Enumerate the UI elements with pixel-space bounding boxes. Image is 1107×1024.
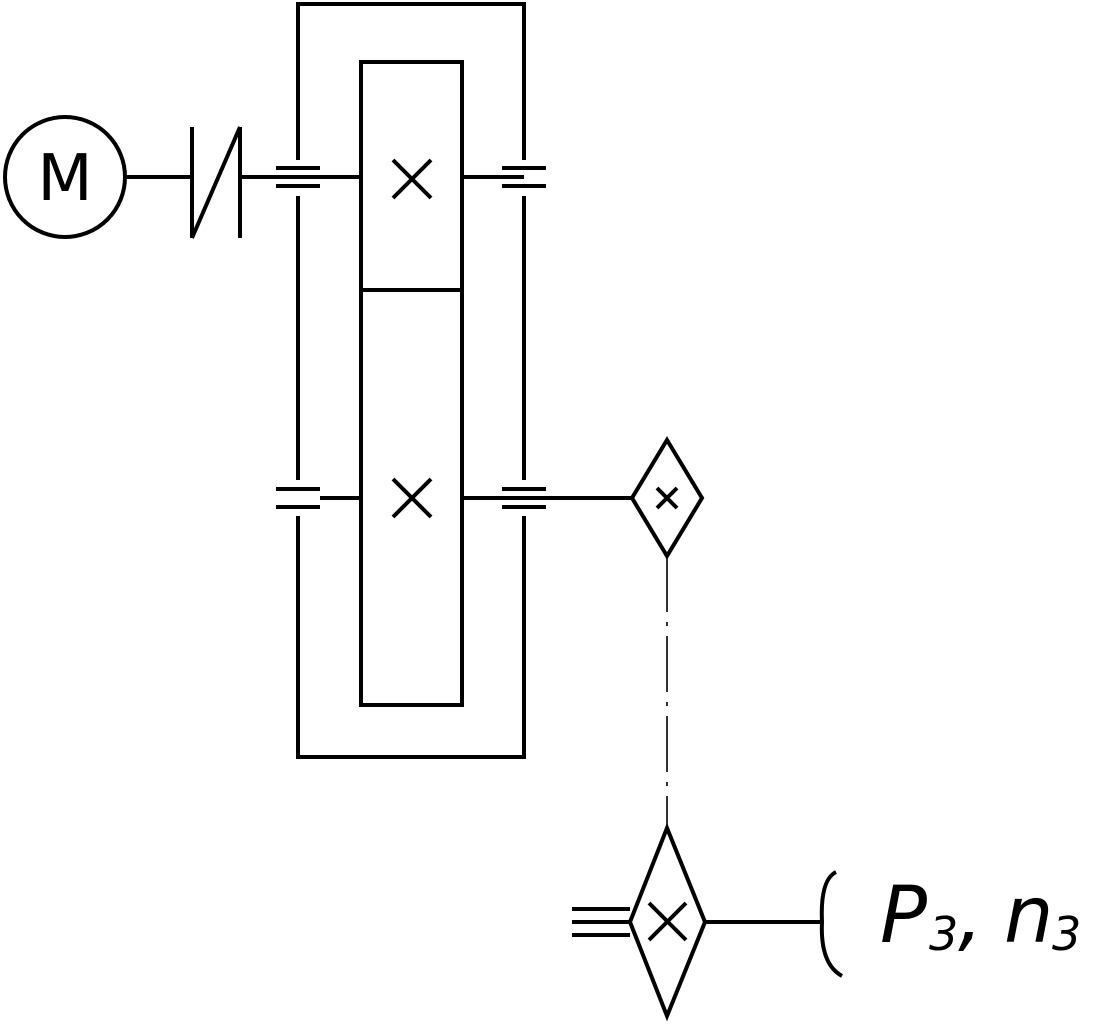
motor-label: M (37, 142, 92, 216)
bearing-input-right (502, 166, 546, 188)
housing-top (296, 2, 526, 160)
shaft-end-bracket (819, 870, 844, 978)
housing-bottom (296, 516, 526, 759)
gearbox-housing (296, 2, 526, 759)
drive-sprocket (629, 436, 705, 560)
power-symbol: P (880, 871, 927, 961)
electric-motor: M (3, 115, 127, 239)
bearing-output-right (502, 487, 546, 509)
bearing-input-left (276, 166, 320, 188)
support-bearing (572, 907, 630, 937)
speed-symbol: n (1004, 871, 1053, 961)
coupling-diagonal (190, 126, 242, 239)
pinion-cross-mark (391, 158, 433, 200)
gear-cross-mark (391, 477, 433, 519)
speed-index: 3 (1052, 907, 1081, 961)
driven-sprocket-body (627, 822, 708, 1022)
separator: , (958, 871, 983, 961)
power-index: 3 (929, 907, 958, 961)
output-parameters-label: P 3 , n 3 (880, 871, 1081, 961)
driven-sprocket (627, 822, 708, 1022)
coupling (190, 126, 242, 239)
bearing-output-left (276, 487, 320, 509)
